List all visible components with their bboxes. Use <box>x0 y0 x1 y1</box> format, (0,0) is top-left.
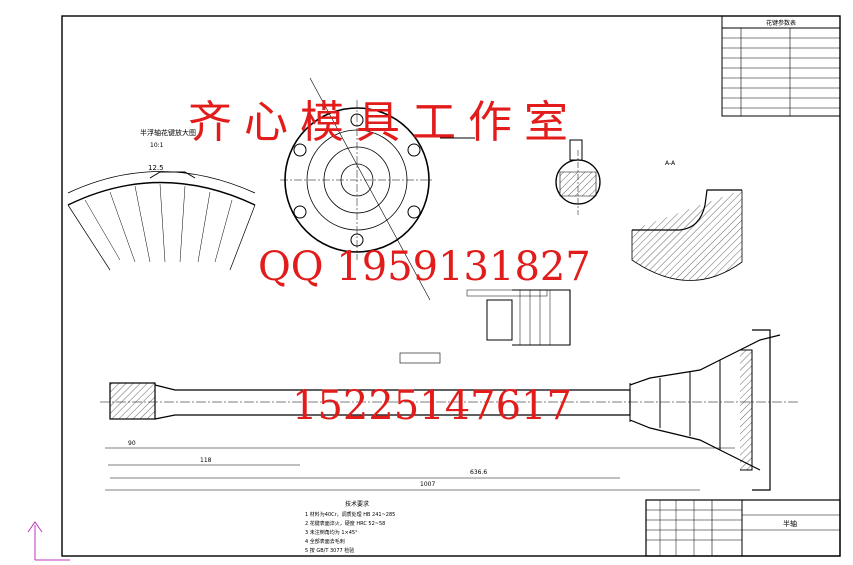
ucs-icon <box>27 521 70 561</box>
sheet-border <box>61 15 841 557</box>
axle-shaft-main-view: 118 1007 636.6 90 <box>100 329 800 491</box>
note-line-5: 5 按 GB/T 3077 检验 <box>305 547 354 554</box>
note-line-1: 1 材料为40Cr，调质处理 HB 241~285 <box>305 511 395 518</box>
technical-requirements: 技术要求 1 材料为40Cr，调质处理 HB 241~285 2 花键表面淬火，… <box>305 500 395 554</box>
dim-636: 636.6 <box>470 469 487 476</box>
shaft-section-view <box>555 139 601 215</box>
spline-parameter-table: 花键参数表 <box>721 15 841 117</box>
table-title: 花键参数表 <box>766 19 796 27</box>
note-line-2: 2 花键表面淬火，硬度 HRC 52~58 <box>305 520 385 527</box>
note-line-3: 3 未注倒角均为 1×45° <box>305 529 358 536</box>
notes-title: 技术要求 <box>345 500 369 508</box>
dim-1007: 1007 <box>420 481 435 488</box>
title-block: 半轴 <box>645 499 841 557</box>
fillet-detail-view: A-A <box>631 160 743 281</box>
dim-12-5: 12.5 <box>148 164 164 172</box>
title-block-name: 半轴 <box>783 519 797 528</box>
flange-end-view <box>280 77 475 301</box>
spline-end-detail <box>466 289 571 346</box>
detail-scale: 10:1 <box>150 142 164 149</box>
section-note: A-A <box>665 160 676 167</box>
dim-118: 118 <box>200 457 212 464</box>
detail-title: 半浮轴花键放大图 <box>140 128 196 137</box>
spline-detail-view: 半浮轴花键放大图 10:1 12.5 <box>67 128 256 271</box>
note-line-4: 4 全部表面去毛刺 <box>305 538 345 545</box>
dim-90: 90 <box>128 440 136 447</box>
